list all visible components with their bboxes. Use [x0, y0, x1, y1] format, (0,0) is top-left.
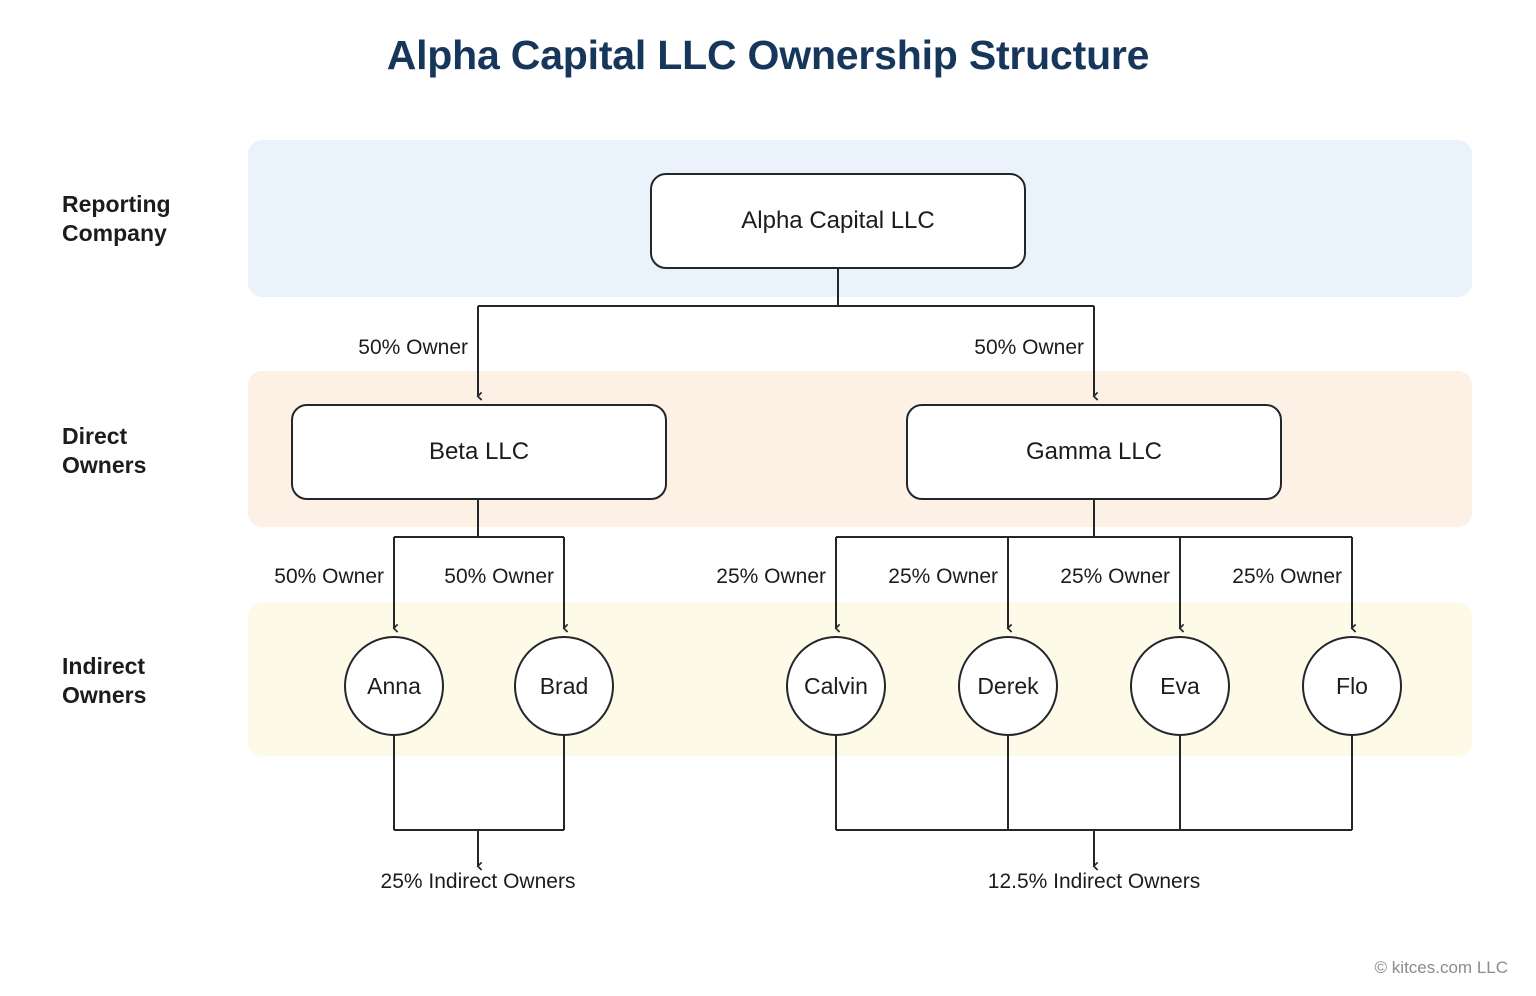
node-calvin[interactable]: Calvin [786, 636, 886, 736]
edge-label-beta-anna: 50% Owner [274, 565, 384, 588]
node-brad-label: Brad [539, 672, 589, 699]
node-eva-label: Eva [1160, 672, 1200, 699]
node-gamma-llc[interactable]: Gamma LLC [906, 404, 1282, 500]
row-label-direct-line1: Direct [62, 423, 128, 449]
node-eva[interactable]: Eva [1130, 636, 1230, 736]
edge-label-gamma-calvin: 25% Owner [716, 565, 826, 588]
edge-label-gamma-eva: 25% Owner [1060, 565, 1170, 588]
row-label-indirect-owners: Indirect Owners [62, 652, 247, 711]
edge-label-beta-brad: 50% Owner [444, 565, 554, 588]
node-gamma-llc-label: Gamma LLC [1025, 438, 1163, 465]
node-flo-label: Flo [1336, 672, 1368, 699]
row-label-direct-line2: Owners [62, 452, 147, 479]
node-calvin-label: Calvin [804, 672, 868, 699]
node-anna[interactable]: Anna [344, 636, 444, 736]
node-derek[interactable]: Derek [958, 636, 1058, 736]
edge-label-gamma-derek: 25% Owner [888, 565, 998, 588]
row-label-reporting-line1: Reporting [62, 191, 171, 217]
node-brad[interactable]: Brad [514, 636, 614, 736]
node-derek-label: Derek [977, 672, 1039, 699]
node-beta-llc-label: Beta LLC [428, 438, 530, 465]
row-label-reporting-line2: Company [62, 220, 167, 247]
summary-gamma-group: 12.5% Indirect Owners [987, 870, 1201, 893]
row-label-direct-owners: Direct Owners [62, 422, 247, 481]
node-beta-llc[interactable]: Beta LLC [291, 404, 667, 500]
node-alpha-capital-llc[interactable]: Alpha Capital LLC [650, 173, 1026, 269]
row-label-indirect-line2: Owners [62, 682, 147, 709]
edge-label-alpha-gamma: 50% Owner [974, 336, 1084, 359]
node-flo[interactable]: Flo [1302, 636, 1402, 736]
row-label-reporting-company: Reporting Company [62, 190, 247, 249]
edge-label-gamma-flo: 25% Owner [1232, 565, 1342, 588]
summary-beta-group: 25% Indirect Owners [380, 870, 576, 893]
edge-label-alpha-beta: 50% Owner [358, 336, 468, 359]
node-alpha-capital-llc-label: Alpha Capital LLC [741, 207, 935, 234]
node-anna-label: Anna [367, 672, 421, 699]
copyright-footer: © kitces.com LLC [1374, 958, 1508, 977]
row-label-indirect-line1: Indirect [62, 653, 146, 679]
page-title: Alpha Capital LLC Ownership Structure [386, 32, 1150, 78]
